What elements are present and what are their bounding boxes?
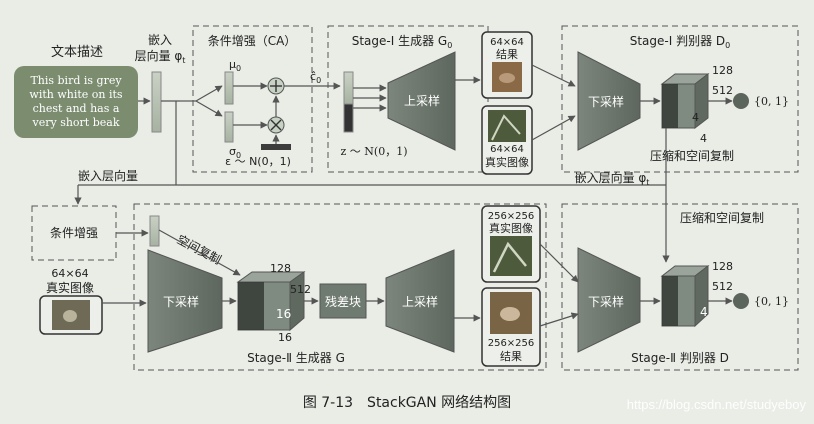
- real-256-label: 真实图像: [489, 221, 533, 235]
- figure-caption: 图 7-13 StackGAN 网络结构图: [303, 395, 511, 411]
- concat-vector-bar: [344, 72, 353, 104]
- epsilon-bar: [261, 144, 291, 150]
- stage1-dim-512: 512: [712, 84, 733, 97]
- stage1-disc-downsample-label: 下采样: [588, 94, 624, 109]
- stage2-disc-title: Stage-Ⅱ 判别器 D: [631, 351, 729, 365]
- text-desc-line-1: This bird is grey: [30, 74, 122, 87]
- stage1-upsample-label: 上采样: [404, 93, 440, 108]
- stage1-disc-cuboid: [662, 74, 708, 128]
- stage2-ca-label: 条件增强: [50, 226, 98, 240]
- result-64-size: 64×64: [490, 37, 524, 48]
- real-64-size: 64×64: [490, 144, 524, 155]
- embed-right-label: 嵌入层向量 φt: [575, 170, 650, 187]
- embed-label-line2: 层向量 φt: [135, 48, 186, 65]
- stage2-cuboid: [238, 272, 304, 330]
- stage2-dim-16a: 16: [276, 307, 291, 321]
- stage2-compress-label: 压缩和空间复制: [680, 210, 764, 225]
- noise-vector-bar: [344, 104, 353, 132]
- stage2-disc-downsample-label: 下采样: [588, 294, 624, 309]
- embed-label-line1: 嵌入: [148, 33, 172, 47]
- real-64b-label: 真实图像: [46, 280, 94, 295]
- stage2-disc-dim-512: 512: [712, 280, 733, 293]
- stage2-embedding-bar: [150, 216, 159, 246]
- stage1-dim-4b: 4: [700, 132, 707, 145]
- stage1-output-node: [733, 93, 749, 109]
- result-256-label: 结果: [500, 350, 522, 363]
- real-64-label: 真实图像: [485, 155, 529, 169]
- stage2-disc-dim-4: 4: [700, 305, 708, 319]
- stage1-dim-128: 128: [712, 64, 733, 77]
- stage2-dim-16b: 16: [278, 331, 292, 344]
- stage1-compress-label: 压缩和空间复制: [650, 148, 734, 163]
- stage2-upsample-label: 上采样: [402, 294, 438, 309]
- stage2-dim-128: 128: [270, 262, 291, 275]
- embed-left-label: 嵌入层向量: [78, 168, 138, 183]
- stage1-output-label: {0, 1}: [754, 95, 789, 108]
- result-256-size: 256×256: [488, 338, 535, 349]
- stage1-disc-title: Stage-Ⅰ 判别器 D0: [630, 34, 731, 50]
- stage2-disc-dim-128: 128: [712, 260, 733, 273]
- stage2-output-label: {0, 1}: [754, 295, 789, 308]
- text-desc-line-3: chest and has a: [33, 102, 120, 115]
- residual-block-label: 残差块: [325, 295, 361, 309]
- sigma-bar: [225, 112, 233, 142]
- epsilon-label: ε ～ N(0，1): [225, 155, 291, 168]
- text-desc-line-4: very short beak: [32, 116, 120, 129]
- watermark: https://blog.csdn.net/studyeboy: [627, 397, 807, 412]
- stage2-dim-512: 512: [290, 283, 311, 296]
- stage2-downsample-label: 下采样: [163, 294, 199, 309]
- text-desc-line-2: with white on its: [29, 88, 123, 101]
- c0-label: ĉ0: [310, 70, 321, 85]
- stage2-output-node: [733, 293, 749, 309]
- real-256-size: 256×256: [488, 211, 535, 222]
- mu-bar: [225, 72, 233, 104]
- stage1-generator-title: Stage-Ⅰ 生成器 G0: [352, 34, 453, 50]
- result-64-label: 结果: [496, 48, 518, 61]
- stage2-generator-title: Stage-Ⅱ 生成器 G: [247, 351, 345, 365]
- real-64b-size: 64×64: [51, 267, 88, 280]
- ca-title: 条件增强（CA）: [208, 34, 297, 48]
- embedding-vector-bar: [152, 72, 161, 132]
- mu-label: μ0: [229, 58, 241, 73]
- z-noise-label: z ～ N(0，1): [341, 145, 408, 158]
- stage1-dim-4a: 4: [692, 111, 699, 124]
- text-desc-title: 文本描述: [51, 45, 103, 60]
